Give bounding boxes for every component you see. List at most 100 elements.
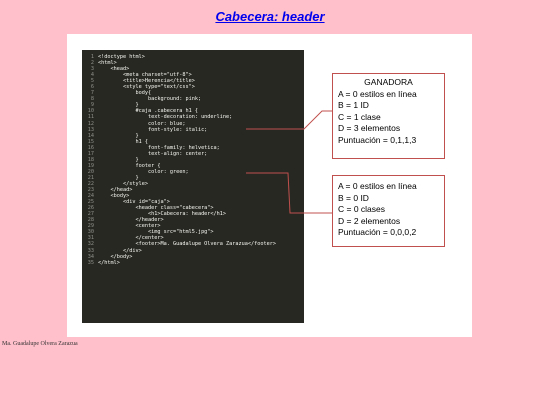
line-number: 5: [90, 78, 94, 85]
loser-line-c: C = 0 clases: [338, 204, 386, 214]
line-number: 15: [87, 138, 94, 145]
winner-connector: [246, 110, 332, 130]
line-number: 23: [87, 187, 94, 194]
code-line: 2 <html>: [82, 60, 304, 66]
code-line: 17 text-align: center;: [82, 151, 304, 157]
line-number: 30: [87, 229, 94, 236]
code-line: 34 </body>: [82, 254, 304, 260]
line-number: 11: [87, 114, 94, 121]
code-text: <header class="cabecera">: [98, 205, 214, 212]
code-text: </div>: [98, 247, 142, 254]
code-line: 15 h1 {: [82, 139, 304, 145]
code-line: 11 text-decoration: underline;: [82, 114, 304, 120]
code-text: #caja .cabecera h1 {: [98, 108, 198, 115]
line-number: 17: [87, 150, 94, 157]
code-text: text-decoration: underline;: [98, 114, 233, 121]
code-text: }: [98, 174, 139, 181]
line-number: 31: [87, 235, 94, 242]
code-text: <meta charset="utf-8">: [98, 72, 192, 79]
code-text: h1 {: [98, 138, 148, 145]
winner-specificity-box: GANADORA A = 0 estilos en línea B = 1 ID…: [332, 73, 445, 159]
code-text: <style type="text/css">: [98, 84, 195, 91]
code-line: 29 <center>: [82, 223, 304, 229]
code-text: </body>: [98, 253, 133, 260]
code-line: 27 <h1>Cabecera: header</h1>: [82, 211, 304, 217]
code-line: 30 <img src="html5.jpg">: [82, 229, 304, 235]
code-text: <body>: [98, 193, 130, 200]
line-number: 10: [87, 108, 94, 115]
code-line: 13 font-style: italic;: [82, 127, 304, 133]
code-text: <!doctype html>: [98, 54, 145, 60]
code-line: 26 <header class="cabecera">: [82, 205, 304, 211]
code-text: footer {: [98, 162, 161, 169]
line-number: 27: [87, 211, 94, 218]
code-text: <center>: [98, 223, 161, 230]
line-number: 3: [90, 66, 94, 73]
winner-line-a: A = 0 estilos en línea: [338, 88, 417, 99]
loser-line-d: D = 2 elementos: [338, 215, 401, 226]
loser-line-a: A = 0 estilos en línea: [338, 181, 417, 191]
code-editor: 1<!doctype html>2<html>3 <head>4 <meta c…: [82, 50, 304, 323]
code-line: 32 <footer>Ma. Guadalupe Olvera Zarazua<…: [82, 241, 304, 247]
winner-line-d: D = 3 elementos: [338, 123, 401, 133]
line-number: 2: [90, 60, 94, 67]
line-number: 21: [87, 174, 94, 181]
line-number: 24: [87, 193, 94, 200]
code-text: <title>Herencia</title>: [98, 78, 195, 85]
code-line: 22 </style>: [82, 181, 304, 187]
code-line: 18 }: [82, 157, 304, 163]
winner-heading: GANADORA: [364, 77, 413, 87]
line-number: 22: [87, 180, 94, 187]
winner-line-c: C = 1 clase: [338, 111, 381, 122]
code-line: 4 <meta charset="utf-8">: [82, 72, 304, 78]
code-text: <img src="html5.jpg">: [98, 229, 214, 236]
code-text: <html>: [98, 60, 117, 67]
code-text: color: green;: [98, 168, 189, 175]
code-line: 5 <title>Herencia</title>: [82, 78, 304, 84]
loser-score: Puntuación = 0,0,0,2: [338, 227, 417, 237]
line-number: 19: [87, 162, 94, 169]
code-line: 21 }: [82, 175, 304, 181]
slide-title: Cabecera: header: [215, 9, 325, 24]
code-text: </style>: [98, 180, 148, 187]
line-number: 6: [90, 84, 94, 91]
code-line: 1 <!doctype html>: [82, 54, 304, 60]
code-text: }: [98, 102, 139, 109]
loser-line-b: B = 0 ID: [338, 192, 369, 203]
code-text: body{: [98, 90, 152, 97]
line-number: 34: [87, 253, 94, 260]
line-number: 28: [87, 217, 94, 224]
code-line: 31 </center>: [82, 235, 304, 241]
line-number: 25: [87, 199, 94, 206]
code-text: <div id="caja">: [98, 199, 170, 206]
code-text: <h1>Cabecera: header</h1>: [98, 211, 227, 218]
line-number: 32: [87, 241, 94, 248]
code-line: 24 <body>: [82, 193, 304, 199]
line-number: 1: [90, 54, 94, 60]
line-number: 35: [87, 259, 94, 266]
code-line: 19 footer {: [82, 163, 304, 169]
code-text: text-align: center;: [98, 150, 208, 157]
winner-score: Puntuación = 0,1,1,3: [338, 134, 417, 145]
code-line: 6 <style type="text/css">: [82, 84, 304, 90]
code-line: 23 </head>: [82, 187, 304, 193]
loser-specificity-box: A = 0 estilos en línea B = 0 ID C = 0 cl…: [332, 175, 445, 247]
line-number: 9: [90, 102, 94, 109]
code-text: </header>: [98, 217, 164, 224]
code-text: font-family: helvetica;: [98, 144, 220, 151]
code-text: color: blue;: [98, 120, 186, 127]
code-text: }: [98, 132, 139, 139]
code-line: 16 font-family: helvetica;: [82, 145, 304, 151]
author-footer: Ma. Guadalupe Olvera Zarazua: [2, 341, 78, 347]
code-line: 8 background: pink;: [82, 96, 304, 102]
code-line: 28 </header>: [82, 217, 304, 223]
code-text: <head>: [98, 66, 130, 73]
code-line: 35</html>: [82, 260, 304, 266]
code-line: 7 body{: [82, 90, 304, 96]
code-text: }: [98, 156, 139, 163]
line-number: 4: [90, 72, 94, 79]
line-number: 8: [90, 96, 94, 103]
code-line: 10 #caja .cabecera h1 {: [82, 108, 304, 114]
line-number: 33: [87, 247, 94, 254]
